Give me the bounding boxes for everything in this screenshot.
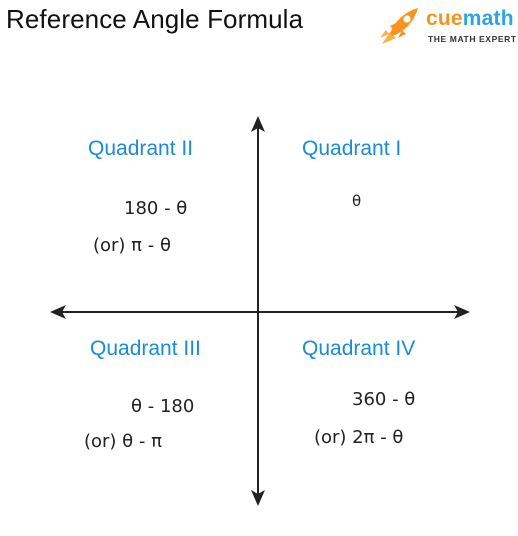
y-axis-bottom-arrow	[251, 490, 265, 506]
page-title: Reference Angle Formula	[6, 4, 304, 34]
brand-name: cuemath	[426, 7, 514, 31]
brand-name-math: math	[462, 7, 514, 30]
quadrant-1-label: Quadrant I	[302, 137, 402, 160]
quadrant-3-formula: θ - 180	[131, 396, 195, 417]
x-axis-right-arrow	[454, 305, 470, 319]
y-axis-top-arrow	[251, 116, 265, 132]
brand-name-cue: cue	[426, 7, 463, 30]
brand-tagline: THE MATH EXPERT	[428, 34, 517, 44]
cuemath-logo: cuemath THE MATH EXPERT	[376, 4, 516, 48]
quadrant-4-label: Quadrant IV	[302, 337, 416, 360]
x-axis-left-arrow	[50, 305, 66, 319]
quadrant-4-formula: 360 - θ	[352, 389, 416, 410]
quadrant-3-label: Quadrant III	[90, 337, 201, 360]
quadrant-1-formula: θ	[352, 192, 362, 210]
quadrant-2-formula: 180 - θ	[124, 198, 188, 219]
quadrant-2-alt-formula: (or) π - θ	[93, 235, 171, 256]
rocket-icon	[380, 8, 418, 44]
quadrant-2-label: Quadrant II	[88, 137, 194, 160]
quadrant-4-alt-formula: (or) 2π - θ	[314, 427, 404, 448]
quadrant-3-alt-formula: (or) θ - π	[84, 431, 162, 452]
